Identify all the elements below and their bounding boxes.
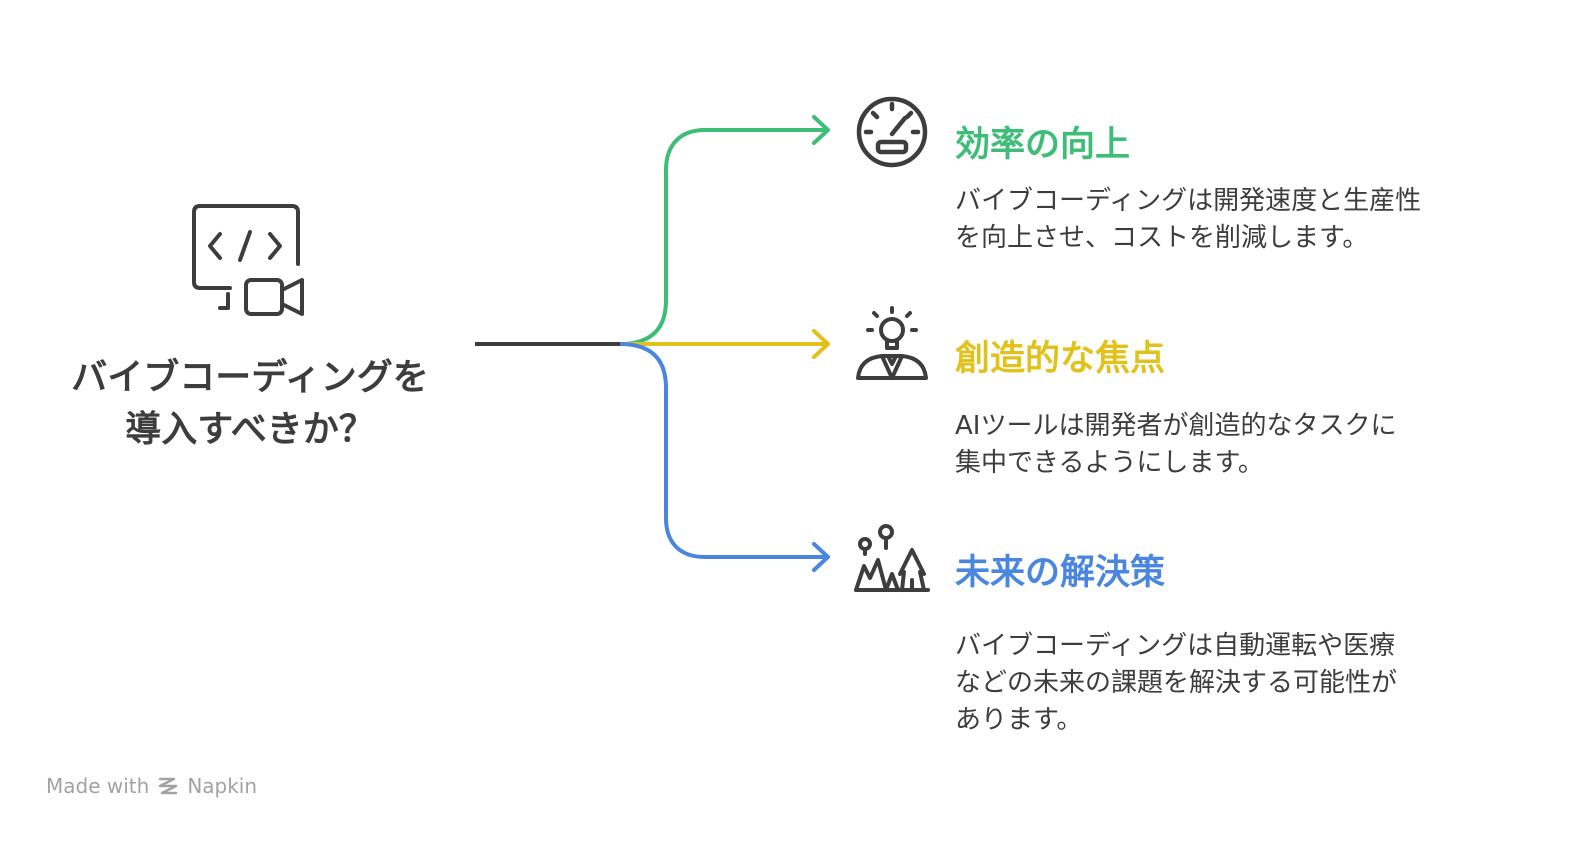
branch-desc-efficiency: バイブコーディングは開発速度と生産性 を向上させ、コストを削減します。 — [955, 183, 1515, 257]
branch-arrow-efficiency — [812, 115, 830, 145]
future-landscape-icon — [854, 524, 930, 592]
desc-line: バイブコーディングは開発速度と生産性 — [955, 186, 1422, 216]
root-title-line-2: 導入すべきか？ — [125, 409, 375, 450]
desc-line: AIツールは開発者が創造的なタスクに — [955, 411, 1397, 441]
desc-line: を向上させ、コストを削減します。 — [955, 223, 1369, 253]
code-video-icon — [192, 204, 304, 316]
napkin-logo-icon — [159, 777, 178, 795]
made-with-napkin-footer[interactable]: Made with Napkin — [46, 774, 257, 798]
branch-arrow-creative — [812, 329, 830, 359]
desc-line: バイブコーディングは自動運転や医療 — [955, 631, 1396, 661]
desc-line: あります。 — [955, 705, 1083, 735]
branch-title-future: 未来の解決策 — [955, 553, 1166, 593]
desc-line: などの未来の課題を解決する可能性が — [955, 668, 1398, 698]
branch-desc-future: バイブコーディングは自動運転や医療 などの未来の課題を解決する可能性が あります… — [955, 628, 1515, 739]
desc-line: 集中できるようにします。 — [955, 448, 1264, 478]
branch-desc-creative: AIツールは開発者が創造的なタスクに 集中できるようにします。 — [955, 408, 1515, 482]
branch-title-efficiency: 効率の向上 — [955, 125, 1131, 165]
root-question: バイブコーディングを 導入すべきか？ — [40, 352, 460, 456]
speedometer-icon — [856, 96, 928, 168]
branch-title-creative: 創造的な焦点 — [955, 339, 1166, 379]
made-with-label: Made with — [46, 774, 150, 798]
napkin-brand-label: Napkin — [187, 774, 258, 798]
branch-line-efficiency — [619, 128, 826, 346]
branch-arrow-future — [812, 542, 830, 572]
branch-line-future — [619, 342, 826, 559]
root-title-line-1: バイブコーディングを — [71, 357, 429, 398]
lightbulb-person-icon — [856, 306, 928, 380]
